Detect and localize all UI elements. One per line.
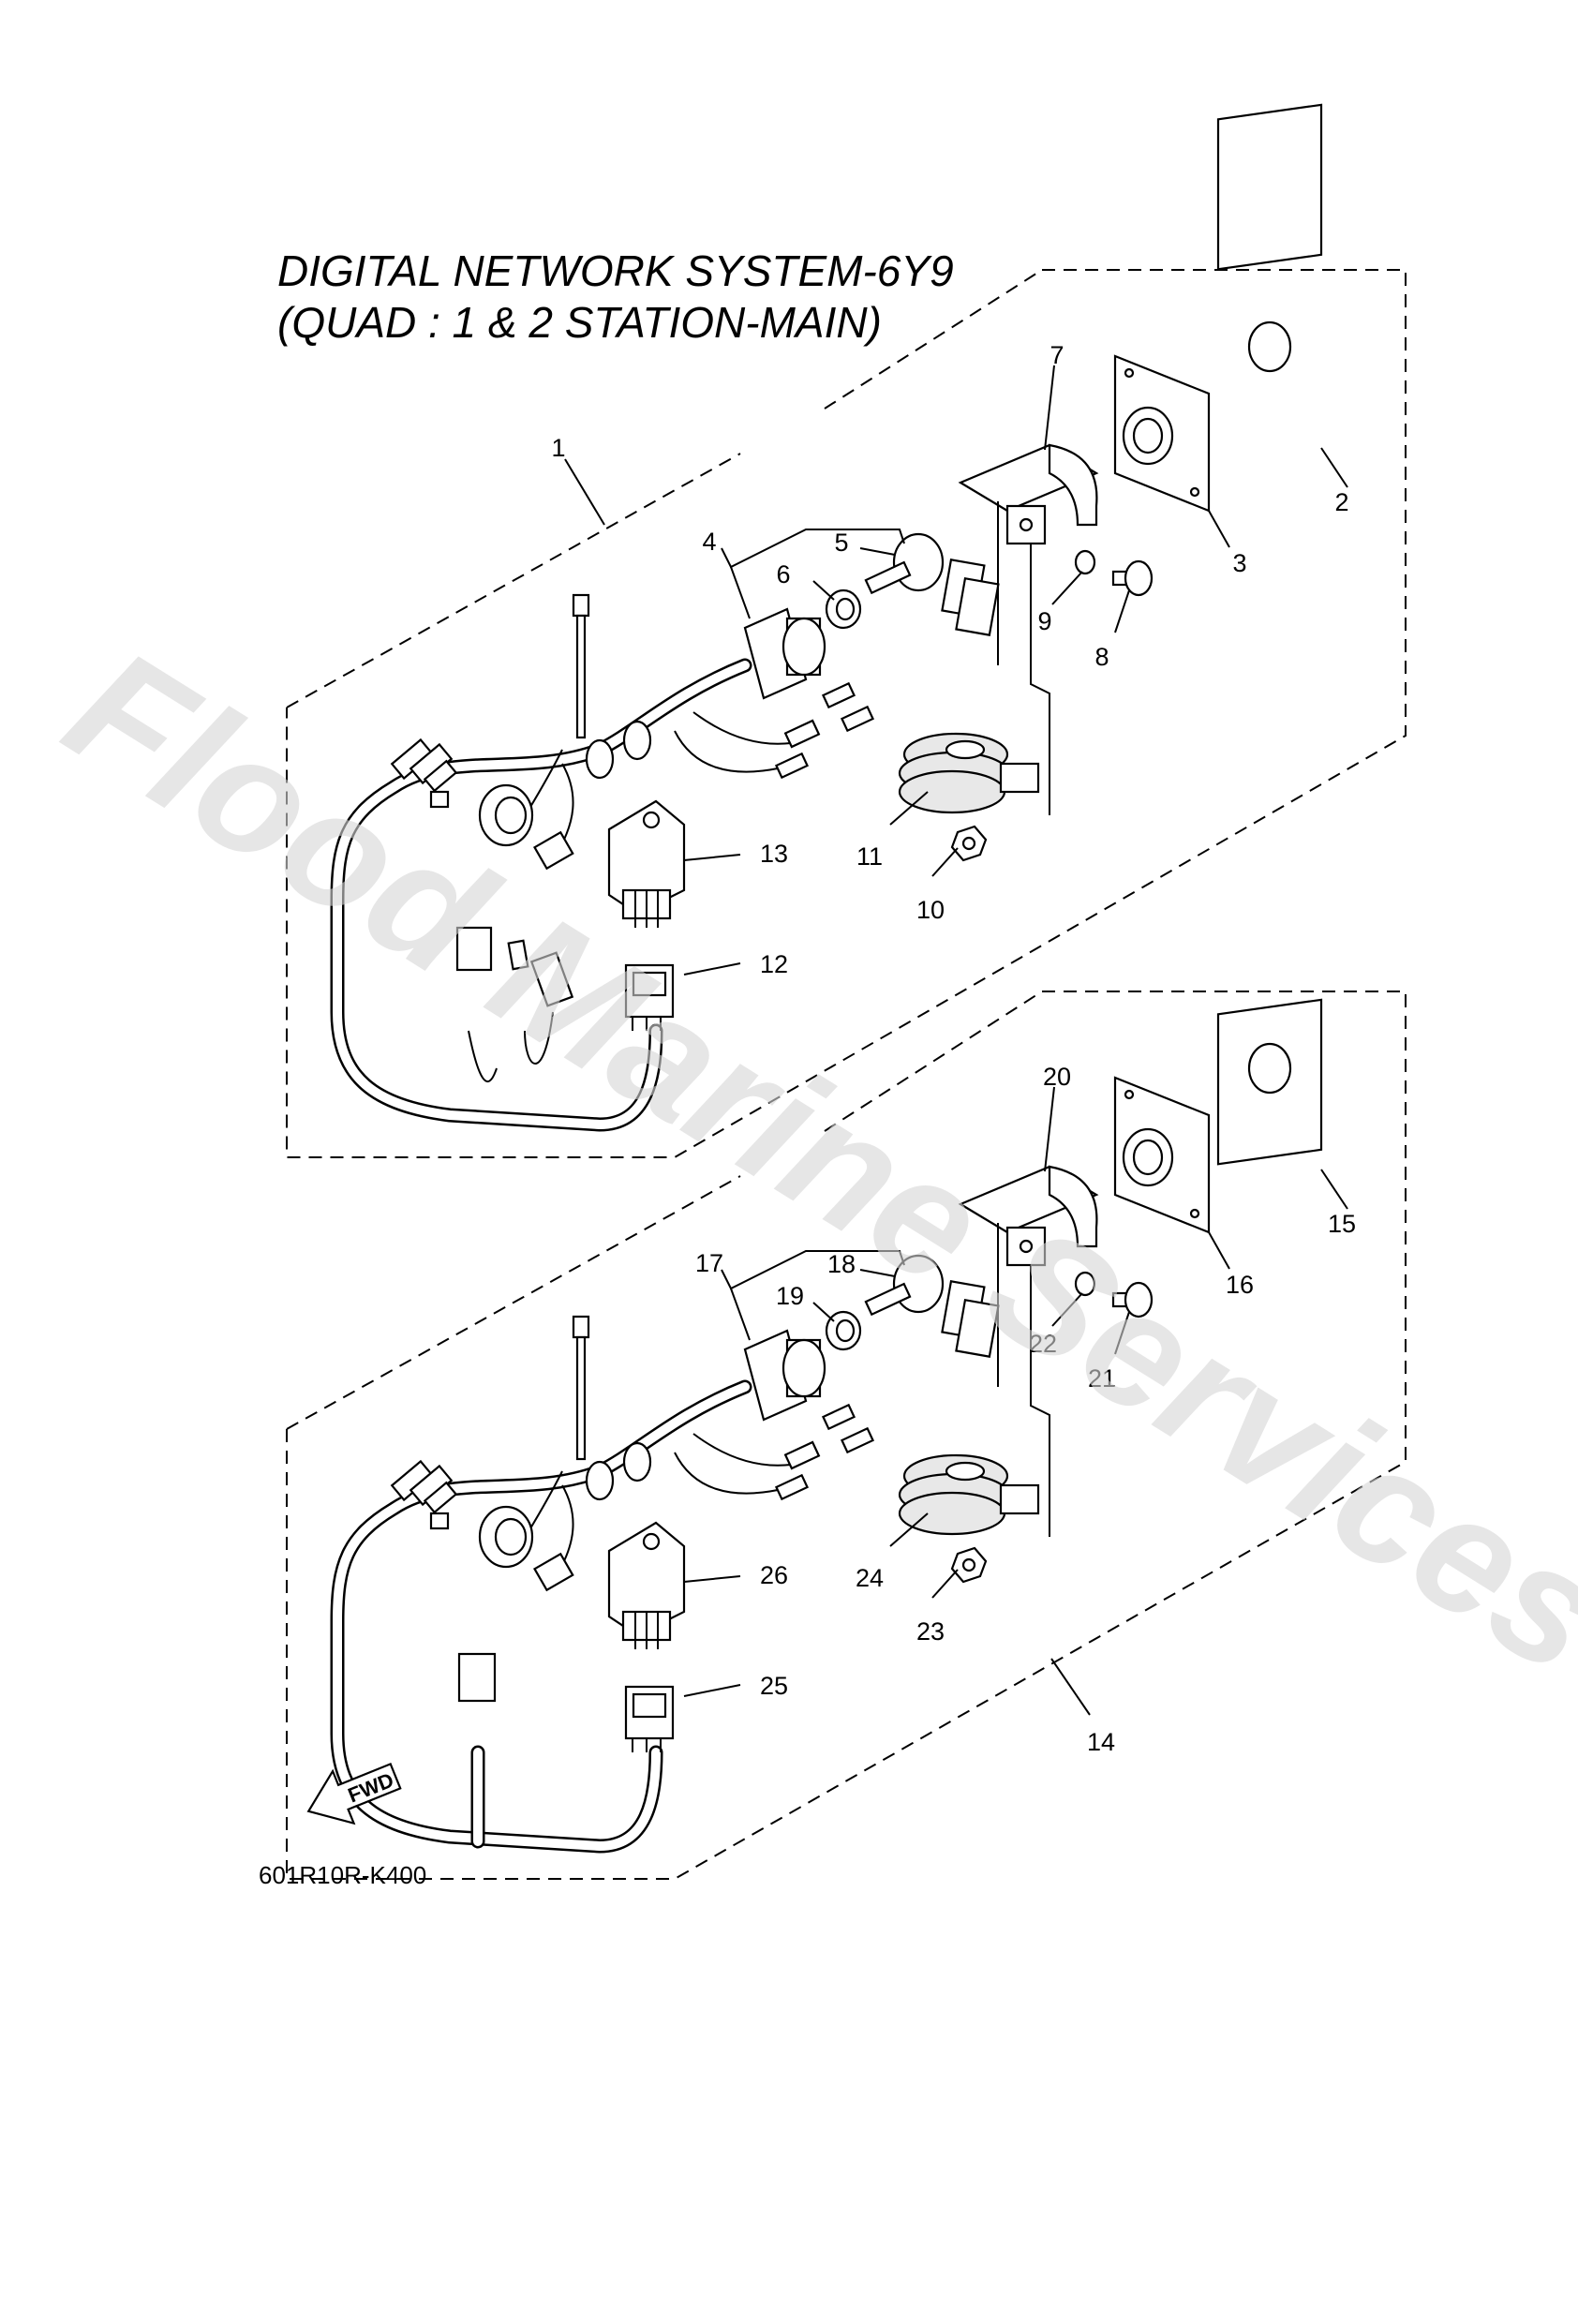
washer [1074,1271,1096,1297]
lower-assembly: 14 15 16 17 18 19 20 21 22 23 24 25 26 [286,991,1407,1880]
mount-plate [1113,354,1211,513]
key-switch [864,532,1000,636]
diagram-title-line2: (QUAD : 1 & 2 STATION-MAIN) [277,298,882,347]
callout-6: 6 [776,560,790,588]
callout-21: 21 [1088,1364,1116,1393]
seal-plate [1216,103,1323,373]
callout-7: 7 [1050,341,1064,369]
bracket [958,1165,1099,1537]
callout-13: 13 [760,840,788,868]
washer [1074,549,1096,575]
leader-lines-upper [564,365,1348,976]
hex-nut [950,1546,988,1584]
callout-26: 26 [760,1561,788,1589]
trim-switch-boot [890,663,1040,814]
callout-10: 10 [916,896,945,924]
callout-1: 1 [551,434,565,462]
callouts-upper: 1 2 3 4 5 6 7 8 9 10 11 12 13 [551,341,1348,978]
small-coupler [457,1652,497,1703]
callout-14: 14 [1087,1728,1115,1756]
relay [607,799,686,928]
callout-20: 20 [1043,1063,1071,1091]
callout-15: 15 [1328,1210,1356,1238]
seal-plate [1216,998,1323,1166]
callout-22: 22 [1029,1330,1057,1358]
hex-nut [950,825,988,862]
bullet-terminals [774,681,875,780]
callout-2: 2 [1334,488,1348,516]
ring-nut [825,588,862,630]
bracket [958,443,1099,815]
bullet-terminals [774,1403,875,1501]
coupler [624,963,675,1031]
cable-tie [572,1315,590,1461]
wire-harness [330,1379,807,1854]
wire-harness [330,658,807,1132]
leader-lines-lower [683,1086,1348,1716]
switch-body [743,607,826,700]
callouts-lower: 14 15 16 17 18 19 20 21 22 23 24 25 26 [695,1063,1356,1756]
screw [1111,1281,1154,1318]
callout-18: 18 [827,1250,856,1278]
screw [1111,559,1154,597]
harness-connectors [390,1459,574,1592]
key-switch [864,1254,1000,1358]
coupler [624,1685,675,1752]
callout-25: 25 [760,1672,788,1700]
callout-23: 23 [916,1617,945,1646]
mount-plate [1113,1076,1211,1234]
harness-connectors [390,737,574,871]
relay [607,1521,686,1649]
drawing-code: 601R10R-K400 [259,1861,426,1889]
callout-8: 8 [1094,643,1109,671]
callout-11: 11 [856,842,883,871]
trim-switch-boot [890,1384,1040,1536]
watermark: Flood Marine Services [37,612,1578,1708]
callout-5: 5 [834,529,848,557]
cable-tie [572,593,590,739]
callout-17: 17 [695,1249,723,1277]
small-couplers [455,926,574,1007]
callout-12: 12 [760,950,788,978]
callout-16: 16 [1226,1271,1254,1299]
switch-body [743,1329,826,1422]
diagram-title-line1: DIGITAL NETWORK SYSTEM-6Y9 [277,246,954,295]
callout-24: 24 [856,1564,884,1592]
callout-4: 4 [702,528,716,556]
callout-9: 9 [1037,607,1051,635]
upper-assembly: 1 2 3 4 5 6 7 8 9 10 11 12 13 [286,103,1407,1158]
fwd-arrow-icon: FWD [306,1762,402,1825]
callout-3: 3 [1232,549,1246,577]
callout-19: 19 [776,1282,804,1310]
ring-nut [825,1310,862,1351]
